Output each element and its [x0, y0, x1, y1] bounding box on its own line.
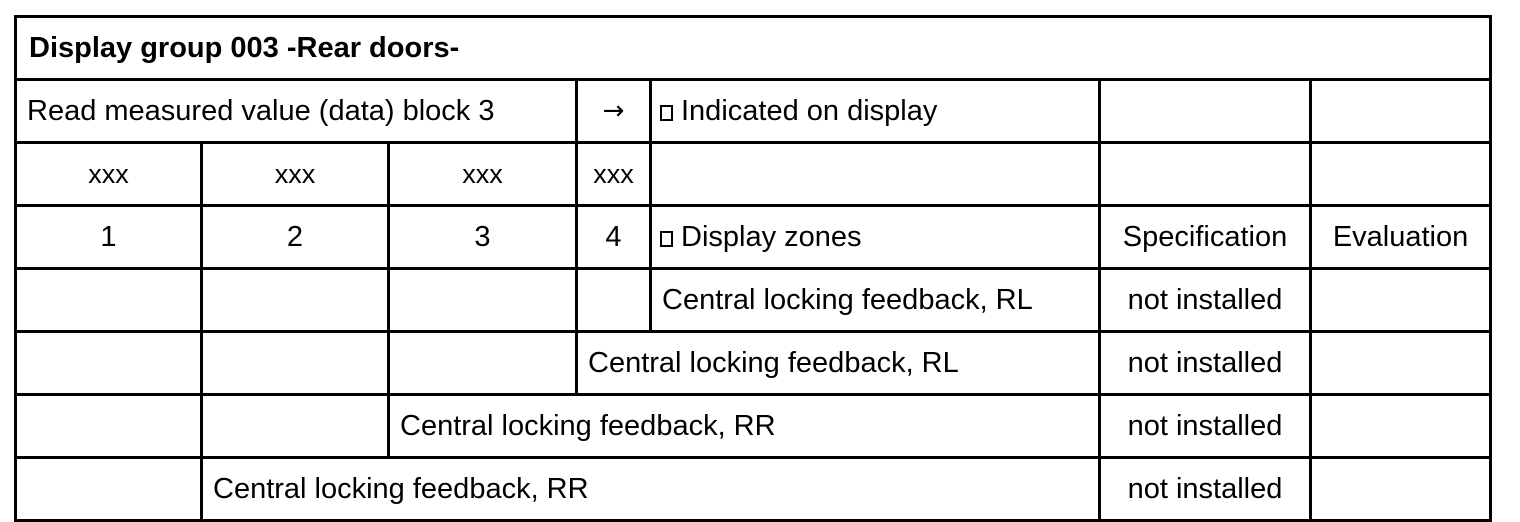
placeholder-value-1: xxx — [14, 141, 203, 207]
empty-cell — [1098, 141, 1312, 207]
empty-cell — [387, 267, 578, 333]
row-evaluation — [1308, 267, 1493, 333]
empty-cell — [649, 141, 1101, 207]
field-number-3: 3 — [387, 204, 578, 270]
empty-cell — [200, 330, 390, 396]
specification-header: Specification — [1098, 204, 1312, 270]
placeholder-value-2: xxx — [200, 141, 390, 207]
field-number-1: 1 — [14, 204, 203, 270]
table-row: Central locking feedback, RR not install… — [14, 393, 1493, 459]
empty-cell — [14, 393, 203, 459]
title-row: Display group 003 -Rear doors- — [13, 15, 1493, 81]
row-label: Central locking feedback, RL — [575, 330, 1101, 396]
row-specification: not installed — [1098, 393, 1312, 459]
arrow-right-icon: → — [575, 78, 652, 144]
display-zones-label: Display zones — [681, 220, 862, 253]
row-specification: not installed — [1098, 330, 1312, 396]
display-group-table: Display group 003 -Rear doors- Read meas… — [13, 15, 1493, 522]
table-row: Central locking feedback, RL not install… — [14, 267, 1493, 333]
display-zones-header: Display zones — [649, 204, 1101, 270]
checkbox-icon — [660, 230, 673, 247]
empty-cell — [387, 330, 578, 396]
empty-cell — [1098, 78, 1312, 144]
empty-cell — [1308, 141, 1493, 207]
table-row: Central locking feedback, RR not install… — [14, 456, 1493, 522]
row-specification: not installed — [1098, 456, 1312, 522]
row-label: Central locking feedback, RR — [200, 456, 1101, 522]
row-specification: not installed — [1098, 267, 1312, 333]
row-label: Central locking feedback, RL — [649, 267, 1101, 333]
placeholder-value-4: xxx — [575, 141, 652, 207]
evaluation-header: Evaluation — [1308, 204, 1493, 270]
checkbox-icon — [660, 104, 673, 121]
empty-cell — [14, 267, 203, 333]
indicated-on-display-cell: Indicated on display — [649, 78, 1101, 144]
table-row: Central locking feedback, RL not install… — [14, 330, 1493, 396]
row-evaluation — [1308, 393, 1493, 459]
empty-cell — [200, 267, 390, 333]
field-number-2: 2 — [200, 204, 390, 270]
empty-cell — [200, 393, 390, 459]
empty-cell — [1308, 78, 1493, 144]
empty-cell — [14, 330, 203, 396]
empty-cell — [575, 267, 652, 333]
read-block-row: Read measured value (data) block 3 → Ind… — [14, 78, 1493, 144]
field-number-4: 4 — [575, 204, 652, 270]
row-evaluation — [1308, 456, 1493, 522]
table-title: Display group 003 -Rear doors- — [13, 15, 1493, 81]
field-number-row: 1 2 3 4 Display zones Specification Eval… — [14, 204, 1493, 270]
row-evaluation — [1308, 330, 1493, 396]
placeholder-value-3: xxx — [387, 141, 578, 207]
read-block-label: Read measured value (data) block 3 — [14, 78, 578, 144]
placeholder-row: xxx xxx xxx xxx — [14, 141, 1493, 207]
row-label: Central locking feedback, RR — [387, 393, 1101, 459]
indicated-on-display-label: Indicated on display — [681, 94, 938, 127]
empty-cell — [14, 456, 203, 522]
